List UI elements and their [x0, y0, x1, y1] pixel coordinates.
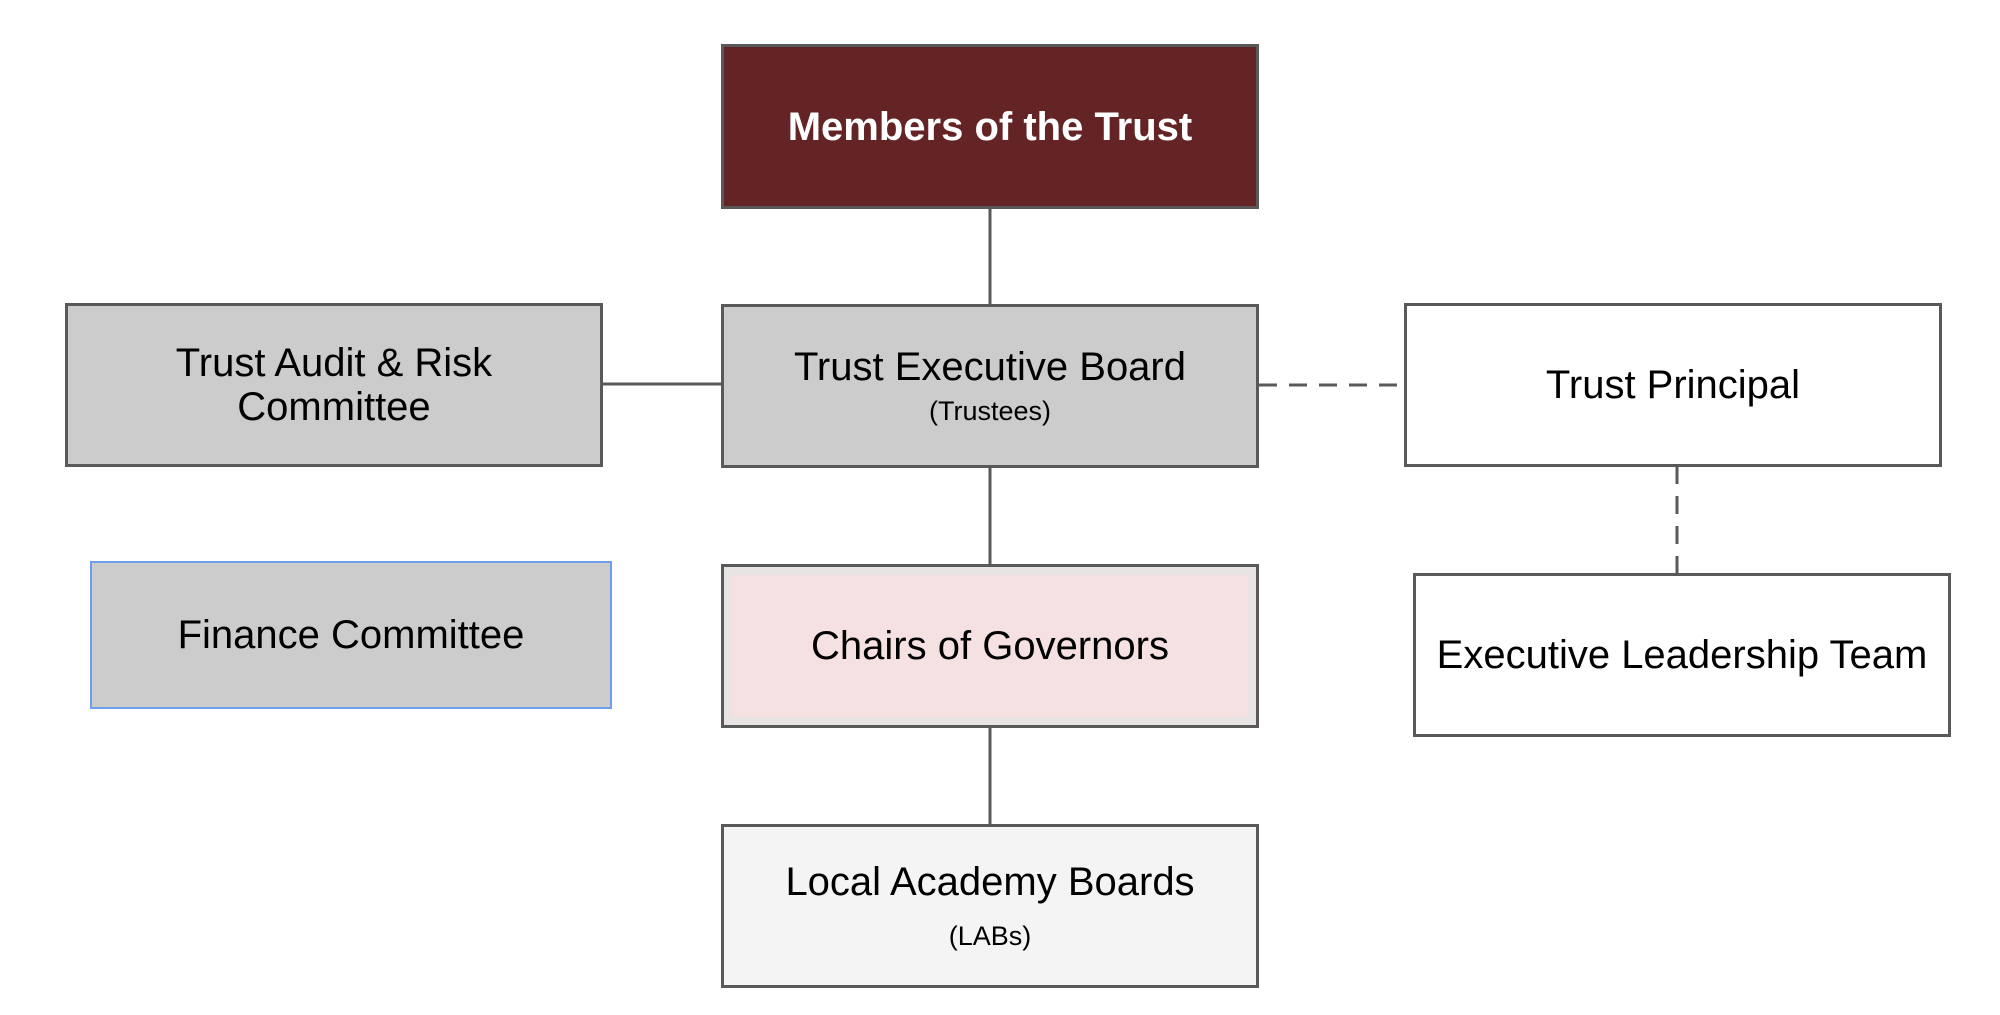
labs-title: Local Academy Boards [785, 859, 1195, 904]
audit-title-line2: Committee [237, 385, 431, 429]
chairs-of-governors-box: Chairs of Governors [721, 564, 1259, 728]
chairs-inner-panel [732, 575, 1248, 717]
chairs-title: Chairs of Governors [811, 624, 1169, 668]
members-of-the-trust-box: Members of the Trust [721, 44, 1259, 209]
principal-title: Trust Principal [1545, 363, 1801, 407]
labs-subtitle: (LABs) [948, 920, 1032, 951]
finance-committee-box: Finance Committee [90, 561, 612, 709]
local-academy-boards-box: Local Academy Boards (LABs) [721, 824, 1259, 988]
trust-executive-board-box: Trust Executive Board (Trustees) [721, 304, 1259, 468]
audit-title-line1: Trust Audit & Risk [175, 341, 493, 385]
board-title: Trust Executive Board [793, 344, 1186, 389]
finance-title: Finance Committee [177, 613, 525, 657]
members-title: Members of the Trust [787, 104, 1193, 149]
exec-team-title: Executive Leadership Team [1436, 633, 1928, 677]
executive-leadership-team-box: Executive Leadership Team [1413, 573, 1951, 737]
trust-audit-risk-committee-box: Trust Audit & Risk Committee [65, 303, 603, 467]
board-subtitle: (Trustees) [928, 395, 1051, 426]
trust-principal-box: Trust Principal [1404, 303, 1942, 467]
